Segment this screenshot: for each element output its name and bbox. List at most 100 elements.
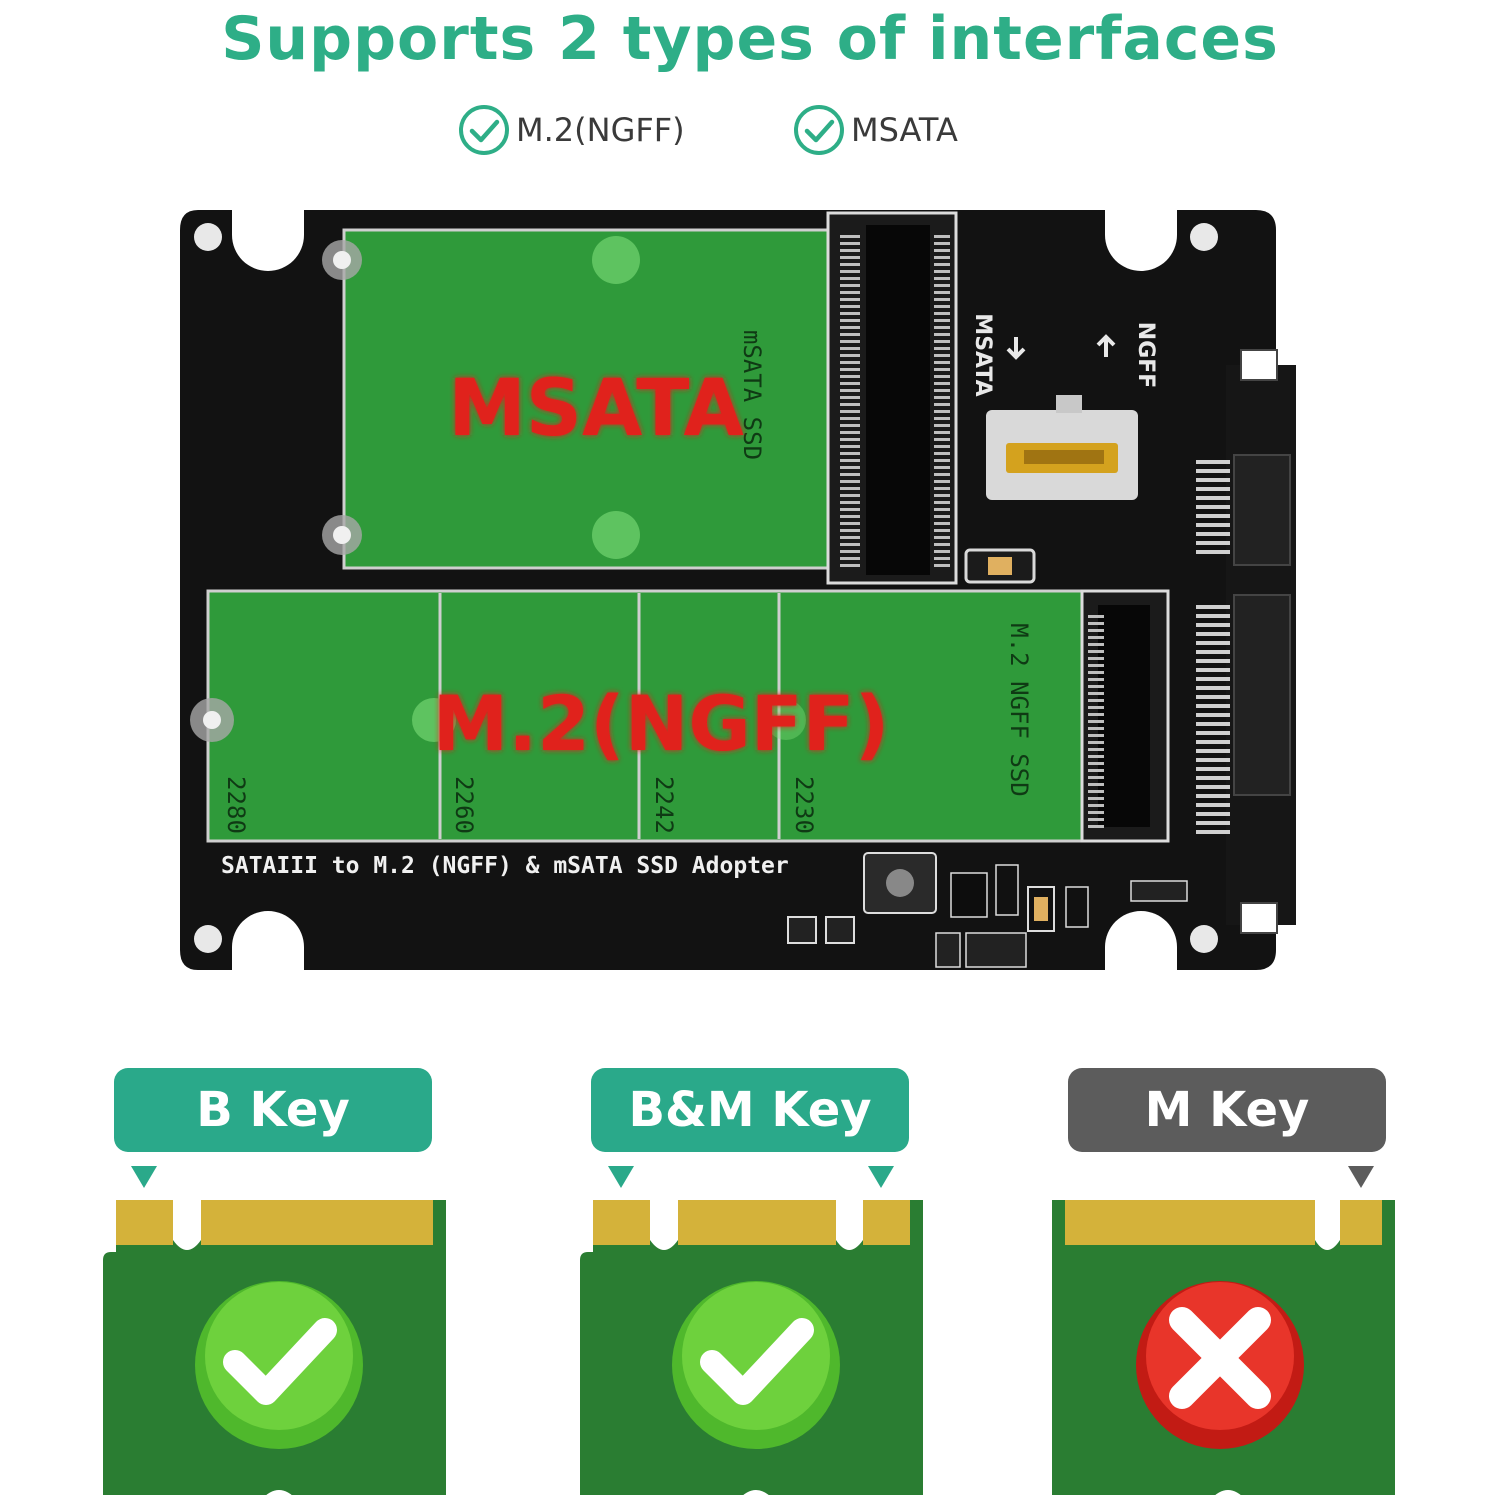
check-circle-icon xyxy=(794,105,844,155)
pin xyxy=(1088,720,1104,723)
adapter-board: mSATA SSD MSATA MSATA NGFF 2280 2260 224… xyxy=(180,205,1296,975)
arrow-down-icon xyxy=(1006,337,1026,360)
pin xyxy=(1196,460,1230,464)
pin xyxy=(934,480,950,483)
pin xyxy=(840,403,860,406)
pin xyxy=(840,550,860,553)
pin xyxy=(1196,794,1230,798)
pin xyxy=(840,529,860,532)
pin xyxy=(934,515,950,518)
pin xyxy=(1196,550,1230,554)
pin xyxy=(840,536,860,539)
key-card-b xyxy=(103,1166,446,1500)
pin xyxy=(840,389,860,392)
pin xyxy=(1196,785,1230,789)
pin xyxy=(934,389,950,392)
marker-triangle-icon xyxy=(608,1166,634,1188)
pin xyxy=(1196,532,1230,536)
pin xyxy=(934,438,950,441)
check-circle-icon xyxy=(459,105,509,155)
pin xyxy=(840,284,860,287)
pin xyxy=(840,508,860,511)
pin xyxy=(934,459,950,462)
pin xyxy=(840,326,860,329)
pin xyxy=(840,431,860,434)
pin xyxy=(840,452,860,455)
m2-overlay: M.2(NGFF) xyxy=(433,679,890,768)
pin xyxy=(1196,821,1230,825)
pin xyxy=(840,557,860,560)
marker-triangle-icon xyxy=(868,1166,894,1188)
smd-part xyxy=(1065,886,1089,928)
pin xyxy=(1088,629,1104,632)
pin xyxy=(934,235,950,238)
check-icon xyxy=(223,1318,337,1405)
pin xyxy=(934,340,950,343)
pin xyxy=(1088,741,1104,744)
pin xyxy=(840,522,860,525)
pin xyxy=(1088,643,1104,646)
size-label-2280: 2280 xyxy=(222,776,250,834)
pin xyxy=(1088,706,1104,709)
check-icon xyxy=(700,1318,814,1405)
pin xyxy=(840,263,860,266)
gold-contacts xyxy=(1065,1200,1315,1245)
gold-contacts xyxy=(863,1200,910,1245)
interface-label: MSATA xyxy=(851,111,958,149)
pin xyxy=(1088,825,1104,828)
pin xyxy=(934,382,950,385)
pin xyxy=(934,263,950,266)
pin xyxy=(1088,769,1104,772)
pin xyxy=(934,452,950,455)
size-label-2260: 2260 xyxy=(450,776,478,834)
pin xyxy=(934,543,950,546)
pin xyxy=(1196,740,1230,744)
pin xyxy=(934,445,950,448)
pin xyxy=(840,438,860,441)
pin xyxy=(934,508,950,511)
pin xyxy=(1196,514,1230,518)
pin xyxy=(1196,704,1230,708)
pin xyxy=(934,396,950,399)
gold-contacts xyxy=(201,1200,433,1245)
switch-label-msata: MSATA xyxy=(970,313,995,396)
pin xyxy=(840,466,860,469)
sata-pins xyxy=(1196,460,1230,834)
pin xyxy=(934,501,950,504)
page-title: Supports 2 types of interfaces xyxy=(221,4,1279,74)
key-badge-b: B Key xyxy=(114,1068,432,1152)
pin xyxy=(1196,641,1230,645)
pin xyxy=(934,361,950,364)
pin xyxy=(840,333,860,336)
size-label-2242: 2242 xyxy=(650,776,678,834)
pin xyxy=(1088,692,1104,695)
pin xyxy=(934,529,950,532)
interface-item-m2: M.2(NGFF) xyxy=(458,102,685,158)
pin xyxy=(840,368,860,371)
pin xyxy=(934,417,950,420)
pin xyxy=(840,396,860,399)
pin xyxy=(1196,487,1230,491)
pin xyxy=(934,249,950,252)
pin xyxy=(840,445,860,448)
mount-hole xyxy=(1190,223,1218,251)
pin xyxy=(934,403,950,406)
m2-card-label: M.2 NGFF SSD xyxy=(1005,623,1033,796)
pin xyxy=(840,459,860,462)
pin xyxy=(1088,797,1104,800)
marker-triangle-icon xyxy=(131,1166,157,1188)
pin xyxy=(1088,762,1104,765)
pin xyxy=(934,319,950,322)
pin xyxy=(840,347,860,350)
pin xyxy=(1196,523,1230,527)
pin xyxy=(1196,758,1230,762)
pin xyxy=(840,270,860,273)
pin xyxy=(1196,686,1230,690)
pin xyxy=(1196,659,1230,663)
pin xyxy=(1088,755,1104,758)
mount-hole xyxy=(194,223,222,251)
arrow-up-icon xyxy=(1096,334,1116,357)
pin xyxy=(840,375,860,378)
pin xyxy=(840,494,860,497)
pin xyxy=(840,340,860,343)
